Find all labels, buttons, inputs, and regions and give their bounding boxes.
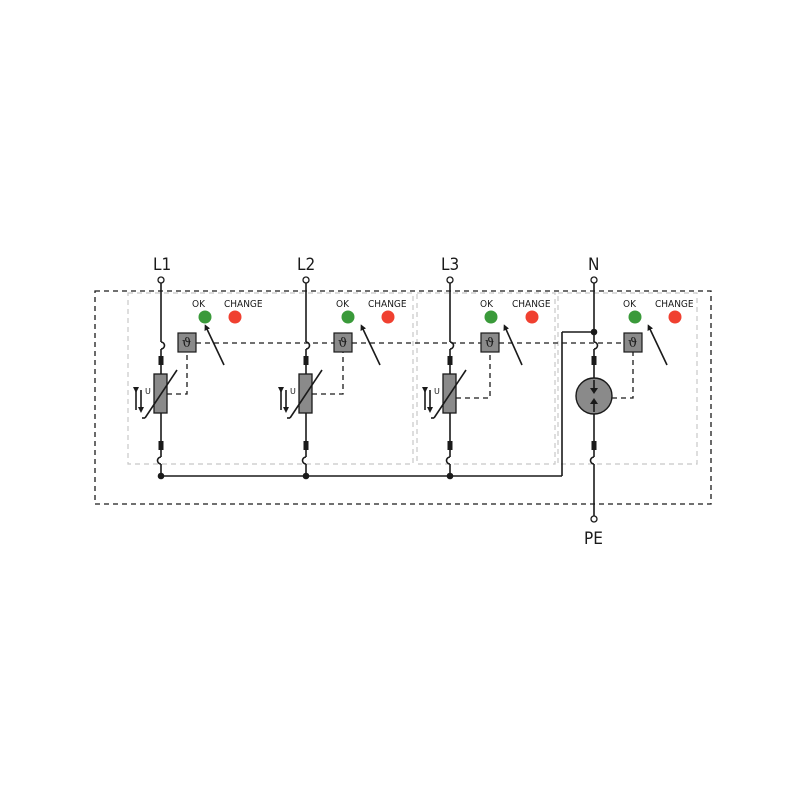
thermal-symbol-l3: ϑ bbox=[485, 336, 494, 351]
module-outline-l3 bbox=[416, 292, 556, 465]
fuse-bottom-n bbox=[591, 441, 597, 450]
change-indicator-l1 bbox=[228, 310, 242, 324]
ok-label-n: OK bbox=[623, 299, 637, 310]
terminal-n bbox=[590, 276, 598, 284]
terminal-label-l2: L2 bbox=[297, 255, 315, 275]
terminal-l3 bbox=[446, 276, 454, 284]
terminal-label-l1: L1 bbox=[153, 255, 171, 275]
thermal-symbol-l2: ϑ bbox=[338, 336, 347, 351]
ok-indicator-l2 bbox=[341, 310, 355, 324]
change-indicator-l2 bbox=[381, 310, 395, 324]
ok-label-l1: OK bbox=[192, 299, 206, 310]
change-indicator-n bbox=[668, 310, 682, 324]
housing-outline bbox=[94, 290, 712, 505]
ok-indicator-l3 bbox=[484, 310, 498, 324]
ok-indicator-n bbox=[628, 310, 642, 324]
terminal-label-n: N bbox=[588, 255, 599, 275]
module-l2: L2 U ϑ OK CHANGE bbox=[278, 255, 407, 480]
ok-indicator-l1 bbox=[198, 310, 212, 324]
thermal-symbol-n: ϑ bbox=[628, 336, 637, 351]
terminal-pe bbox=[590, 515, 598, 523]
change-label-l2: CHANGE bbox=[368, 299, 407, 310]
fuse-bottom-l2 bbox=[303, 441, 309, 450]
varistor-marker-l3: U bbox=[434, 387, 440, 396]
varistor-marker-l1: U bbox=[145, 387, 151, 396]
terminal-l2 bbox=[302, 276, 310, 284]
module-n: N PE ϑ OK CHANGE bbox=[575, 255, 694, 549]
module-outline-l1-l2 bbox=[127, 292, 414, 465]
change-label-l1: CHANGE bbox=[224, 299, 263, 310]
module-l3: L3 U ϑ OK CHANGE bbox=[422, 255, 551, 480]
change-label-l3: CHANGE bbox=[512, 299, 551, 310]
fuse-bottom-l3 bbox=[447, 441, 453, 450]
ok-label-l3: OK bbox=[480, 299, 494, 310]
terminal-l1 bbox=[157, 276, 165, 284]
terminal-label-l3: L3 bbox=[441, 255, 459, 275]
module-l1: L1 U ϑ OK CHANGE bbox=[133, 255, 263, 480]
change-label-n: CHANGE bbox=[655, 299, 694, 310]
terminal-label-pe: PE bbox=[584, 529, 603, 549]
module-outline-n bbox=[557, 292, 698, 465]
change-indicator-l3 bbox=[525, 310, 539, 324]
varistor-marker-l2: U bbox=[290, 387, 296, 396]
junction-n bbox=[590, 328, 598, 336]
ok-label-l2: OK bbox=[336, 299, 350, 310]
thermal-symbol-l1: ϑ bbox=[182, 336, 191, 351]
fuse-bottom-l1 bbox=[158, 441, 164, 450]
